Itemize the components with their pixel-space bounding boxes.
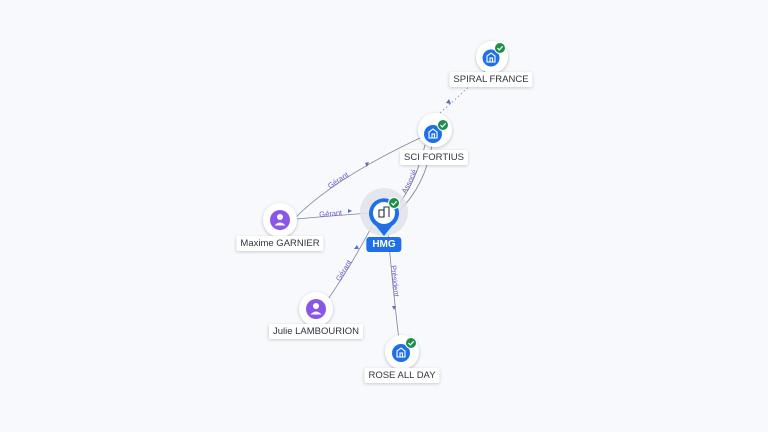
- node-label-julie-lambourion[interactable]: Julie LAMBOURION: [268, 324, 364, 339]
- edge-julie-hmg[interactable]: [325, 225, 373, 303]
- node-rose-all-day[interactable]: [385, 335, 419, 369]
- node-spiral-france[interactable]: [476, 41, 508, 73]
- edge-arrow: [354, 245, 359, 249]
- verified-check-icon: [494, 42, 506, 54]
- building-icon: [428, 128, 438, 139]
- node-hmg[interactable]: [360, 188, 408, 236]
- building-icon: [378, 206, 390, 218]
- person-icon: [274, 214, 286, 226]
- node-sci-fortius[interactable]: [418, 113, 452, 147]
- node-maxime-garnier[interactable]: [263, 203, 297, 237]
- edge-arrow: [348, 209, 352, 213]
- verified-check-icon: [437, 119, 449, 131]
- edge-arrow: [365, 162, 369, 167]
- edge-label-maxime-sci: Gérant: [326, 170, 351, 191]
- edge-label-julie-hmg: Gérant: [334, 258, 354, 283]
- node-julie-lambourion[interactable]: [299, 292, 333, 326]
- edge-label-maxime-hmg: Gérant: [319, 208, 344, 219]
- building-icon: [396, 347, 406, 358]
- verified-check-icon: [405, 337, 417, 349]
- edge-label-hmg-sci: Associé: [400, 168, 419, 195]
- node-label-rose-all-day[interactable]: ROSE ALL DAY: [364, 368, 440, 383]
- building-icon: [486, 52, 496, 63]
- verified-check-icon: [388, 197, 400, 209]
- node-label-maxime-garnier[interactable]: Maxime GARNIER: [236, 236, 324, 251]
- edge-labels: Gérant Gérant Associé Gérant Président: [319, 168, 419, 298]
- node-label-sci-fortius[interactable]: SCI FORTIUS: [400, 150, 468, 165]
- person-icon: [310, 303, 322, 315]
- edge-arrow: [446, 99, 451, 104]
- node-label-spiral-france[interactable]: SPIRAL FRANCE: [449, 72, 533, 87]
- edge-maxime-sci[interactable]: [295, 137, 421, 218]
- edge-arrow: [392, 306, 396, 310]
- node-label-hmg[interactable]: HMG: [366, 237, 402, 252]
- edge-label-hmg-rose: Président: [389, 265, 401, 298]
